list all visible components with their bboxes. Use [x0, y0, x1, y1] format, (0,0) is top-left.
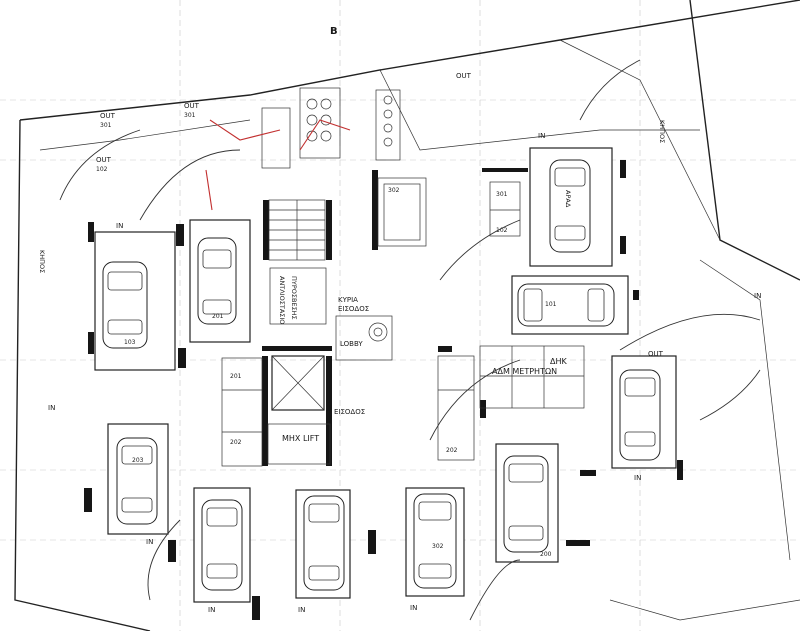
main-entrance-label: ΚΥΡΙΑ: [338, 296, 358, 304]
parking-bay-301: 200: [495, 443, 559, 563]
main-entrance-label-2: ΕΙΣΟΔΟΣ: [338, 305, 369, 313]
parking-bay-202: [193, 487, 251, 603]
parking-bay-right: [611, 355, 677, 469]
north-mark: B: [330, 26, 338, 37]
in-label-2: IN: [48, 404, 55, 412]
room-302-label: 302: [388, 187, 400, 194]
parking-label-arad: ΑΡΑΔ: [564, 190, 572, 208]
parking-bay-302: 302: [405, 487, 465, 597]
room-202-label: 202: [230, 439, 242, 446]
circulation-arcs: [59, 59, 761, 621]
garden-left-label: ΚΗΠΟΣ: [38, 250, 46, 273]
in-label-1: IN: [116, 222, 123, 230]
parking-bay-arad: ΑΡΑΔ: [529, 147, 613, 267]
stair-core: ΑΝΤΛΙΟΣΤΑΣΙΟ ΠΥΡΟΣΒΕΣΗΣ: [268, 199, 327, 324]
parking-label-103: 103: [124, 339, 136, 346]
out-label-2: OUT: [184, 102, 200, 110]
parking-label-203: 203: [132, 457, 144, 464]
top-utilities: B: [261, 26, 401, 169]
site-boundary: [14, 0, 800, 631]
out-label-3-num: 102: [96, 166, 108, 173]
parking-bay-201: 201: [189, 219, 251, 343]
meters-room: ΑΔΜ ΜΕΤΡΗΤΩΝ ΔΗΚ: [479, 345, 585, 409]
garden-right-label: ΚΗΠΟΣ: [658, 120, 666, 143]
red-annotations: [205, 119, 351, 211]
meters-room-label: ΑΔΜ ΜΕΤΡΗΤΩΝ: [492, 367, 557, 376]
in-label-4: IN: [208, 606, 215, 614]
lower-entrance-label: ΕΙΣΟΔΟΣ: [334, 408, 365, 416]
in-label-7: IN: [634, 474, 641, 482]
parking-bay-middle: [295, 489, 351, 599]
room-201-label: 201: [230, 373, 242, 380]
dimension-200: 200: [540, 551, 552, 558]
svg-text:ΠΥΡΟΣΒΕΣΗΣ: ΠΥΡΟΣΒΕΣΗΣ: [290, 276, 298, 320]
lobby-area: ΚΥΡΙΑ ΕΙΣΟΔΟΣ LOBBY ΕΙΣΟΔΟΣ: [334, 296, 393, 416]
parking-bay-203: 203: [107, 423, 169, 535]
traffic-labels: OUT 301 OUT 301 OUT 102 OUT OUT IN IN IN…: [48, 72, 761, 614]
lift-shaft: ΜΗΧ LIFT: [267, 355, 331, 465]
storage-left: 201 202: [221, 357, 263, 467]
room-202b-label: 202: [446, 447, 458, 454]
lift-machine-room-label: ΜΗΧ LIFT: [282, 434, 319, 443]
storage-center: 202: [437, 355, 475, 461]
room-301-label: 301: [496, 191, 508, 198]
in-label-9: IN: [538, 132, 545, 140]
storage-301-102: 301 102: [489, 181, 521, 237]
lobby-label: LOBBY: [340, 340, 363, 348]
out-label-top: OUT: [456, 72, 472, 80]
ahk-label: ΔΗΚ: [550, 357, 567, 366]
in-label-6: IN: [410, 604, 417, 612]
out-label-right: OUT: [648, 350, 664, 358]
parking-bay-103: 103: [94, 231, 176, 371]
parking-label-101: 101: [545, 301, 557, 308]
out-label-3: OUT: [96, 156, 112, 164]
parking-label-302: 302: [432, 543, 444, 550]
out-label-1: OUT: [100, 112, 116, 120]
out-label-1-num: 301: [100, 122, 112, 129]
parking-label-201: 201: [212, 313, 224, 320]
garden-labels: ΚΗΠΟΣ ΚΗΠΟΣ: [38, 120, 666, 273]
in-label-5: IN: [298, 606, 305, 614]
in-label-3: IN: [146, 538, 153, 546]
storage-302: 302: [377, 177, 427, 247]
out-label-2-num: 301: [184, 112, 196, 119]
parking-bay-101: 101: [511, 275, 629, 335]
room-102-label: 102: [496, 227, 508, 234]
in-label-8: IN: [754, 292, 761, 300]
svg-text:ΑΝΤΛΙΟΣΤΑΣΙΟ: ΑΝΤΛΙΟΣΤΑΣΙΟ: [278, 276, 286, 324]
